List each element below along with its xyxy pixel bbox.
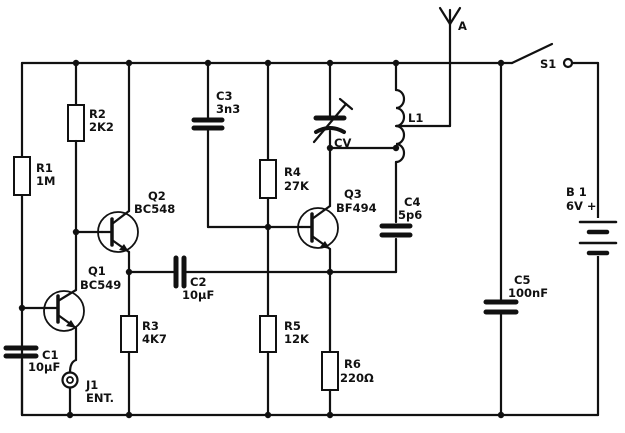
resistor-r6: [321, 351, 339, 391]
junction-dot: [326, 144, 334, 152]
junction-dot: [204, 59, 212, 67]
junction-dot: [497, 59, 505, 67]
q3-value: BF494: [336, 201, 377, 215]
resistor-r5: [259, 315, 277, 353]
r1-value: 1M: [36, 174, 55, 188]
r5-ref: R5: [284, 319, 301, 333]
variable-capacitor-cv: [312, 97, 354, 144]
junction-dot: [264, 59, 272, 67]
r2-ref: R2: [89, 107, 106, 121]
transistor-q2: [97, 209, 139, 254]
c5-ref: C5: [514, 273, 530, 287]
j1-value: ENT.: [86, 391, 114, 405]
q2-ref: Q2: [148, 189, 166, 203]
q3-ref: Q3: [344, 187, 362, 201]
q2-value: BC548: [134, 202, 175, 216]
s1-ref: S1: [540, 57, 556, 71]
capacitor-c5: [483, 299, 519, 315]
jack-j1: [61, 358, 79, 417]
antenna-a: [438, 6, 462, 128]
junction-dot: [125, 411, 133, 419]
capacitor-c1: [3, 345, 39, 359]
c1-value: 10μF: [28, 360, 60, 374]
r4-ref: R4: [284, 165, 301, 179]
junction-dot: [264, 411, 272, 419]
r4-value: 27K: [284, 179, 310, 193]
r5-value: 12K: [284, 332, 310, 346]
resistor-r1: [13, 156, 31, 196]
junction-dot: [326, 411, 334, 419]
c2-value: 10μF: [182, 288, 214, 302]
junction-dot: [497, 411, 505, 419]
capacitor-c2: [173, 255, 187, 289]
junction-dot: [66, 411, 74, 419]
junction-dot: [392, 144, 400, 152]
c3-ref: C3: [216, 89, 232, 103]
junction-dot: [72, 59, 80, 67]
cv-ref: CV: [334, 136, 351, 150]
resistor-r2: [67, 104, 85, 142]
resistor-r3: [120, 315, 138, 353]
junction-dot: [264, 223, 272, 231]
capacitor-c3: [191, 117, 225, 131]
transistor-q1: [43, 288, 85, 332]
transistor-q3: [297, 204, 339, 251]
c4-ref: C4: [404, 195, 420, 209]
r6-value: 220Ω: [340, 371, 374, 385]
r3-ref: R3: [142, 319, 159, 333]
capacitor-c4: [379, 223, 413, 238]
junction-dot: [18, 304, 26, 312]
q1-value: BC549: [80, 278, 121, 292]
j1-ref: J1: [85, 378, 98, 392]
c5-value: 100nF: [508, 286, 548, 300]
b1-ref: B 1: [566, 185, 587, 199]
b1-value: 6V +: [566, 199, 597, 213]
junction-dot: [125, 59, 133, 67]
c1-ref: C1: [42, 348, 58, 362]
junction-dot: [326, 59, 334, 67]
r3-value: 4K7: [142, 332, 167, 346]
battery-b1: [578, 218, 618, 256]
switch-s1: [510, 42, 600, 69]
c2-ref: C2: [190, 275, 206, 289]
resistor-r4: [259, 159, 277, 199]
q1-ref: Q1: [88, 264, 106, 278]
l1-ref: L1: [408, 111, 423, 125]
junction-dot: [392, 59, 400, 67]
antenna-ref: A: [458, 19, 467, 33]
r1-ref: R1: [36, 161, 53, 175]
c4-value: 5p6: [398, 208, 422, 222]
c3-value: 3n3: [216, 102, 240, 116]
r2-value: 2K2: [89, 120, 114, 134]
r6-ref: R6: [344, 357, 361, 371]
